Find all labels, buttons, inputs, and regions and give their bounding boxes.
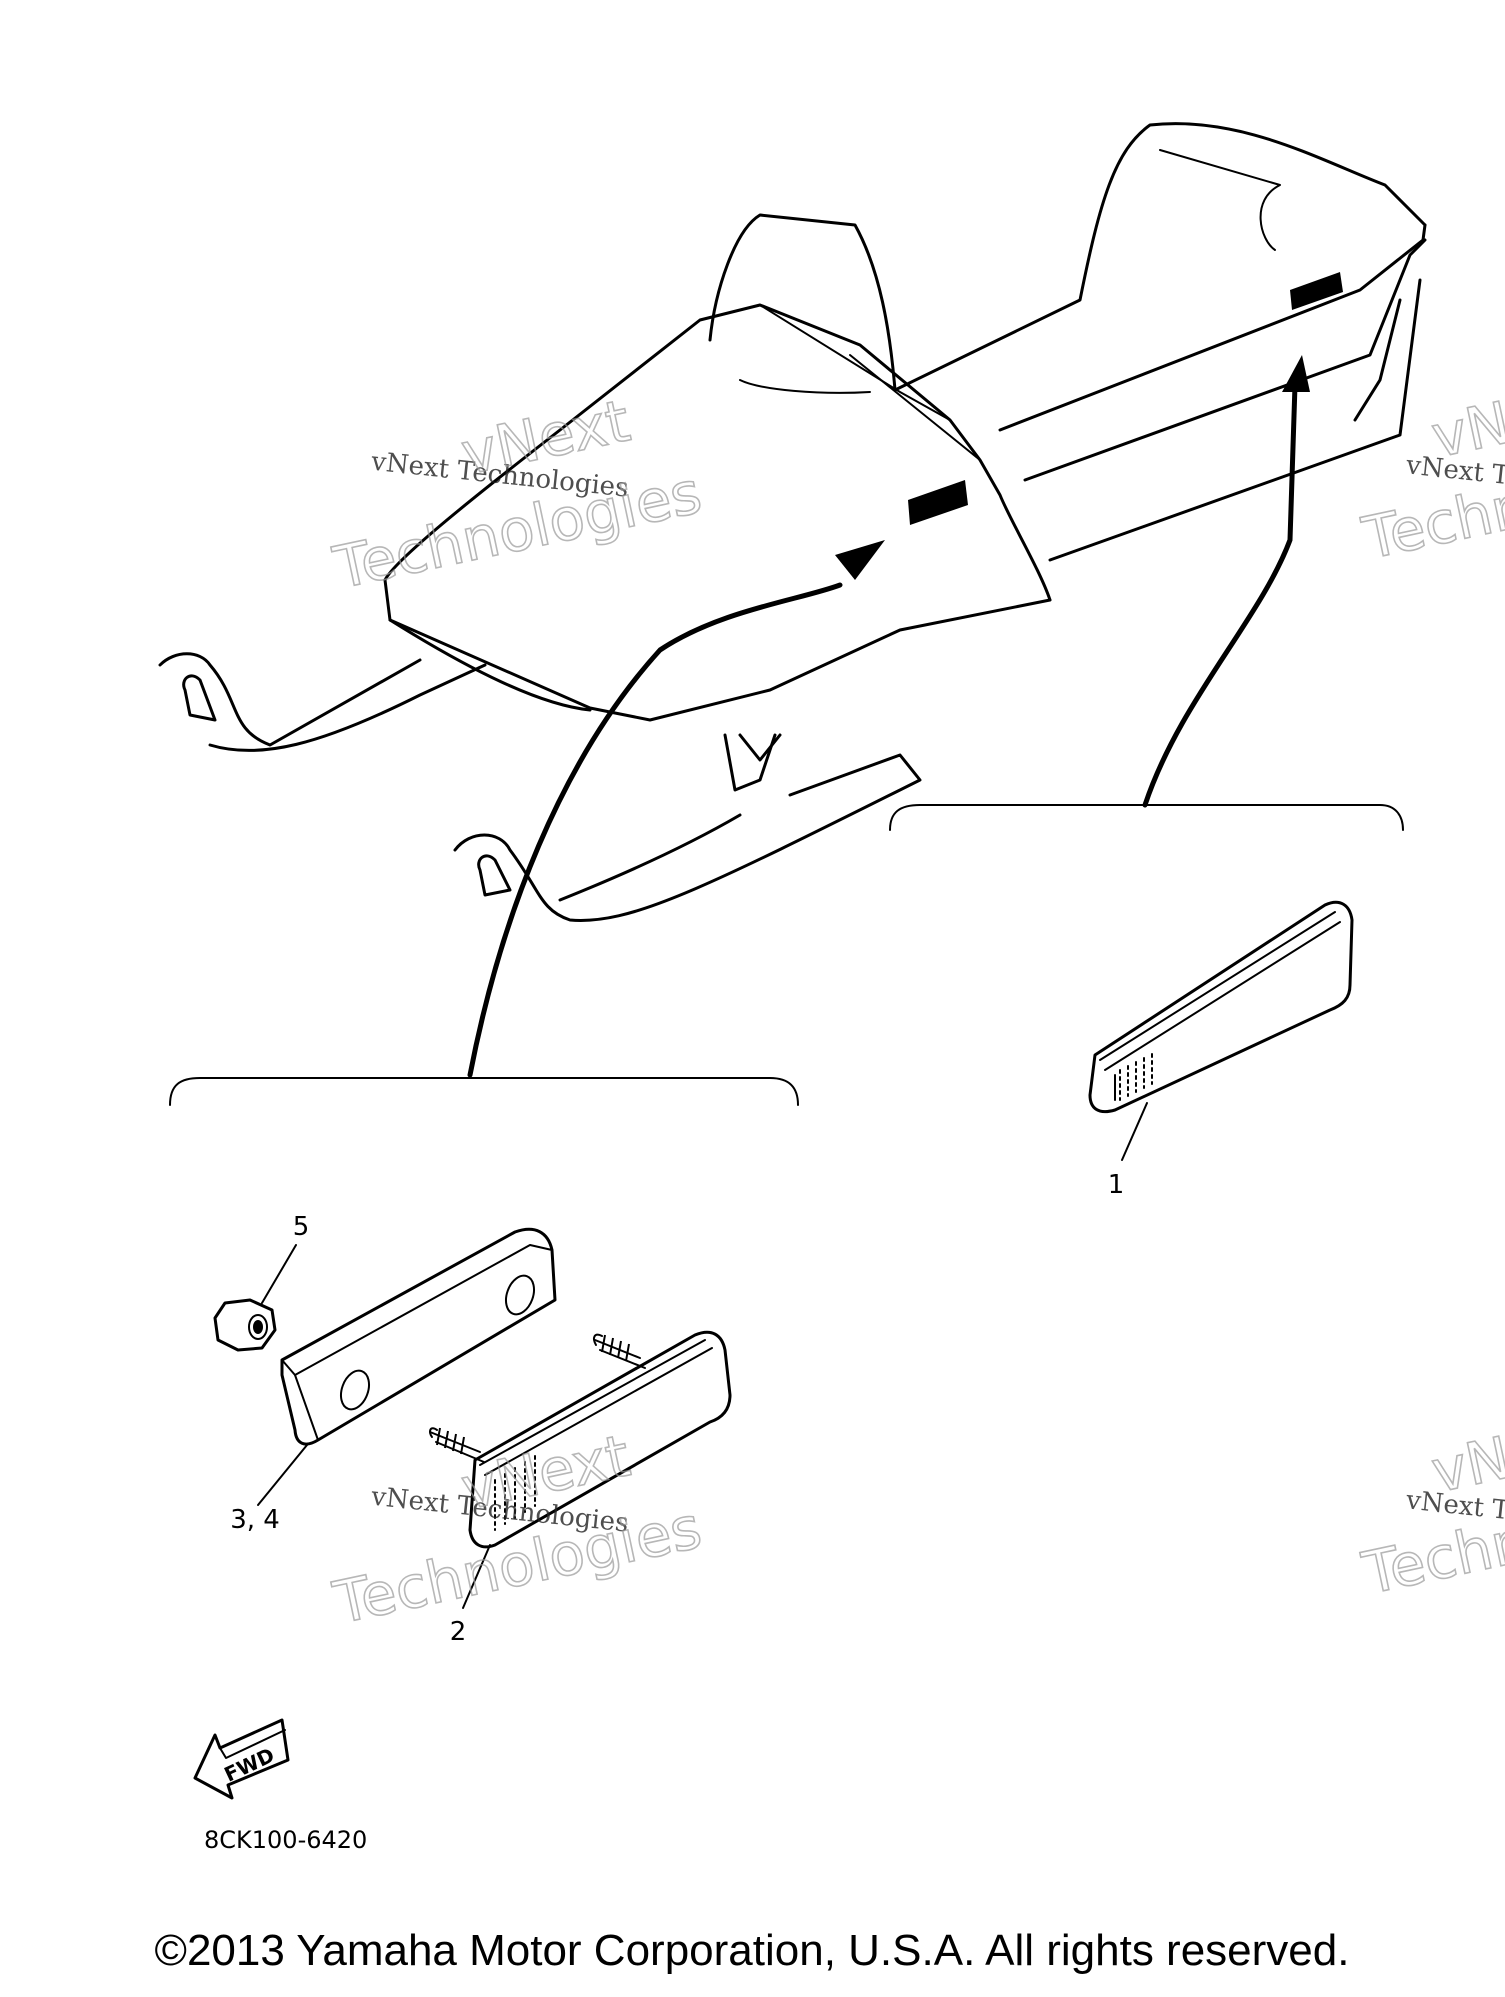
svg-text:FWD: FWD xyxy=(220,1743,278,1787)
snowmobile-illustration xyxy=(158,122,1427,922)
callout-3-4: 3, 4 xyxy=(230,1505,280,1535)
reflector-part-2 xyxy=(428,1330,732,1609)
detail-bracket-left xyxy=(169,1077,799,1106)
nut-part-5 xyxy=(213,1244,297,1352)
reflector-mark-rear xyxy=(1290,272,1343,310)
copyright-notice: ©2013 Yamaha Motor Corporation, U.S.A. A… xyxy=(155,1926,1350,1975)
callout-5: 5 xyxy=(293,1212,310,1242)
spacer-plate-part-3-4 xyxy=(257,1227,557,1506)
leader-arrows xyxy=(467,355,1310,1078)
callout-1: 1 xyxy=(1108,1170,1125,1200)
detail-bracket-right xyxy=(889,804,1404,831)
callout-2: 2 xyxy=(450,1617,467,1647)
reflector-mark-front xyxy=(908,480,968,525)
diagram-code: 8CK100-6420 xyxy=(204,1826,367,1854)
reflector-part-1 xyxy=(1088,900,1354,1161)
svg-text:vNext: vNext xyxy=(1426,1404,1505,1506)
fwd-arrow-icon: FWD xyxy=(193,1718,290,1800)
svg-text:vNext: vNext xyxy=(1426,369,1505,471)
